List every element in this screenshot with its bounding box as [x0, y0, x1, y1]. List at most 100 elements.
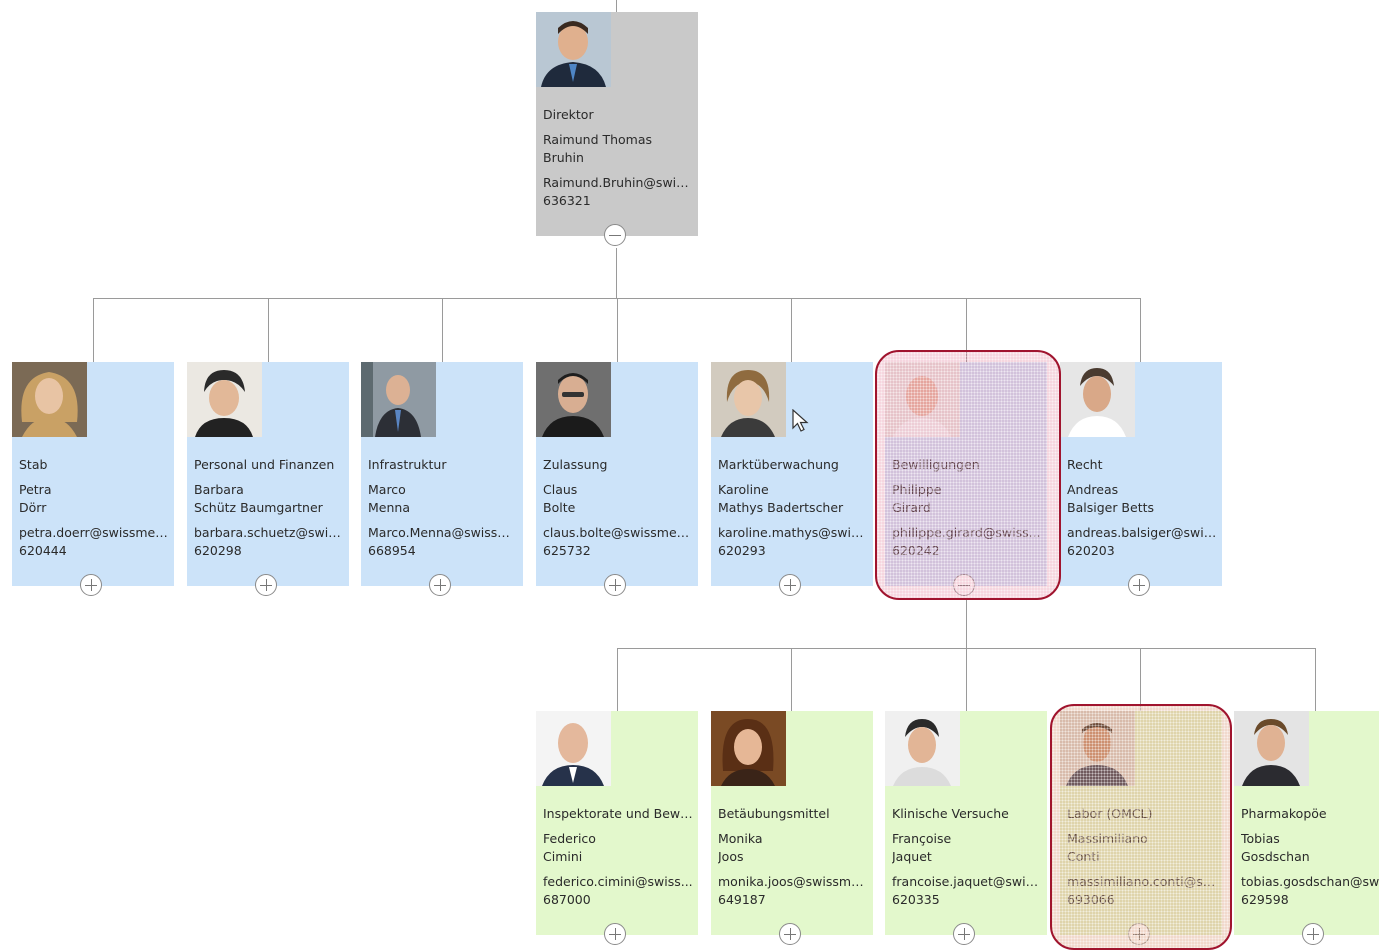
card-first-name: Françoise [892, 831, 952, 846]
avatar [361, 362, 436, 437]
card-last-name: Menna [368, 500, 410, 515]
avatar [711, 711, 786, 786]
org-card-level1[interactable]: Stab Petra Dörr petra.doerr@swissmed... … [12, 362, 174, 596]
connector-bewilligungen-down [966, 598, 967, 648]
card-first-name: Claus [543, 482, 578, 497]
avatar-icon [1234, 711, 1309, 786]
card-first-name: Barbara [194, 482, 244, 497]
connector-level1-drop [791, 298, 792, 362]
avatar [885, 362, 960, 437]
org-card-level1[interactable]: Marktüberwachung Karoline Mathys Baderts… [711, 362, 873, 596]
org-card-level1[interactable]: Recht Andreas Balsiger Betts andreas.bal… [1060, 362, 1222, 596]
card-first-name: Andreas [1067, 482, 1119, 497]
card-email[interactable]: barbara.schuetz@swiss... [194, 525, 344, 540]
card-first-name: Petra [19, 482, 52, 497]
card-phone: 620335 [892, 892, 940, 907]
card-last-name: Balsiger Betts [1067, 500, 1155, 515]
org-card-level2[interactable]: Pharmakopöe Tobias Gosdschan tobias.gosd… [1234, 711, 1379, 945]
expand-icon[interactable] [779, 574, 801, 596]
connector-level1-drop [966, 298, 967, 362]
card-phone: 668954 [368, 543, 416, 558]
avatar [885, 711, 960, 786]
card-phone: 693066 [1067, 892, 1115, 907]
expand-icon[interactable] [1128, 574, 1150, 596]
card-phone: 625732 [543, 543, 591, 558]
avatar [1060, 711, 1135, 786]
expand-icon[interactable] [1128, 923, 1150, 945]
mouse-pointer-icon [792, 408, 810, 437]
card-department: Bewilligungen [892, 457, 980, 472]
card-department: Direktor [543, 107, 594, 122]
card-department: Inspektorate und Bewil... [543, 806, 693, 821]
card-email[interactable]: monika.joos@swissme... [718, 874, 868, 889]
avatar-icon [12, 362, 87, 437]
card-department: Klinische Versuche [892, 806, 1009, 821]
org-card-director[interactable]: Direktor Raimund Thomas Bruhin Raimund.B… [536, 12, 698, 246]
card-last-name: Conti [1067, 849, 1100, 864]
connector-level2-drop [1140, 648, 1141, 711]
card-first-name: Marco [368, 482, 406, 497]
avatar [1060, 362, 1135, 437]
card-last-name: Schütz Baumgartner [194, 500, 323, 515]
org-card-level1-selected[interactable]: Bewilligungen Philippe Girard philippe.g… [885, 362, 1047, 596]
card-first-name: Tobias [1241, 831, 1280, 846]
avatar [711, 362, 786, 437]
org-card-level2[interactable]: Inspektorate und Bewil... Federico Cimin… [536, 711, 698, 945]
card-last-name: Girard [892, 500, 931, 515]
org-card-level2[interactable]: Betäubungsmittel Monika Joos monika.joos… [711, 711, 873, 945]
card-email[interactable]: tobias.gosdschan@swi... [1241, 874, 1379, 889]
card-email[interactable]: karoline.mathys@swiss... [718, 525, 868, 540]
card-phone: 649187 [718, 892, 766, 907]
card-email[interactable]: massimiliano.conti@sw... [1067, 874, 1217, 889]
card-phone: 687000 [543, 892, 591, 907]
card-email[interactable]: petra.doerr@swissmed... [19, 525, 169, 540]
avatar [1234, 711, 1309, 786]
connector-level2-drop [1315, 648, 1316, 711]
card-email[interactable]: francoise.jaquet@swiss... [892, 874, 1042, 889]
collapse-icon[interactable] [604, 224, 626, 246]
connector-level1-drop [442, 298, 443, 362]
card-department: Zulassung [543, 457, 608, 472]
card-department: Stab [19, 457, 48, 472]
org-card-level2-selected[interactable]: Labor (OMCL) Massimiliano Conti massimil… [1060, 711, 1222, 945]
connector-level1-drop [1140, 298, 1141, 362]
avatar [536, 362, 611, 437]
org-card-level1[interactable]: Personal und Finanzen Barbara Schütz Bau… [187, 362, 349, 596]
card-email[interactable]: philippe.girard@swiss... [892, 525, 1041, 540]
avatar-icon [1060, 362, 1135, 437]
avatar-icon [536, 362, 611, 437]
card-phone: 620444 [19, 543, 67, 558]
card-email[interactable]: Raimund.Bruhin@swiss... [543, 175, 693, 190]
card-email[interactable]: Marco.Menna@swissm... [368, 525, 518, 540]
connector-level1-drop [268, 298, 269, 362]
card-department: Pharmakopöe [1241, 806, 1327, 821]
expand-icon[interactable] [604, 923, 626, 945]
card-email[interactable]: federico.cimini@swiss... [543, 874, 693, 889]
card-first-name: Massimiliano [1067, 831, 1148, 846]
card-last-name: Bruhin [543, 150, 584, 165]
connector-level2-drop [617, 648, 618, 711]
connector-level1-drop [93, 298, 94, 362]
expand-icon[interactable] [604, 574, 626, 596]
org-card-level1[interactable]: Zulassung Claus Bolte claus.bolte@swissm… [536, 362, 698, 596]
org-card-level1[interactable]: Infrastruktur Marco Menna Marco.Menna@sw… [361, 362, 523, 596]
card-email[interactable]: claus.bolte@swissmedi... [543, 525, 693, 540]
collapse-icon[interactable] [953, 574, 975, 596]
card-last-name: Jaquet [892, 849, 932, 864]
expand-icon[interactable] [80, 574, 102, 596]
connector-root-down [616, 248, 617, 298]
org-card-level2[interactable]: Klinische Versuche Françoise Jaquet fran… [885, 711, 1047, 945]
connector-level2-drop [791, 648, 792, 711]
expand-icon[interactable] [779, 923, 801, 945]
expand-icon[interactable] [953, 923, 975, 945]
avatar-icon [536, 711, 611, 786]
expand-icon[interactable] [429, 574, 451, 596]
card-last-name: Bolte [543, 500, 576, 515]
card-email[interactable]: andreas.balsiger@swis... [1067, 525, 1217, 540]
avatar [536, 12, 611, 87]
expand-icon[interactable] [1302, 923, 1324, 945]
expand-icon[interactable] [255, 574, 277, 596]
card-phone: 620203 [1067, 543, 1115, 558]
avatar-icon [187, 362, 262, 437]
card-phone: 620298 [194, 543, 242, 558]
